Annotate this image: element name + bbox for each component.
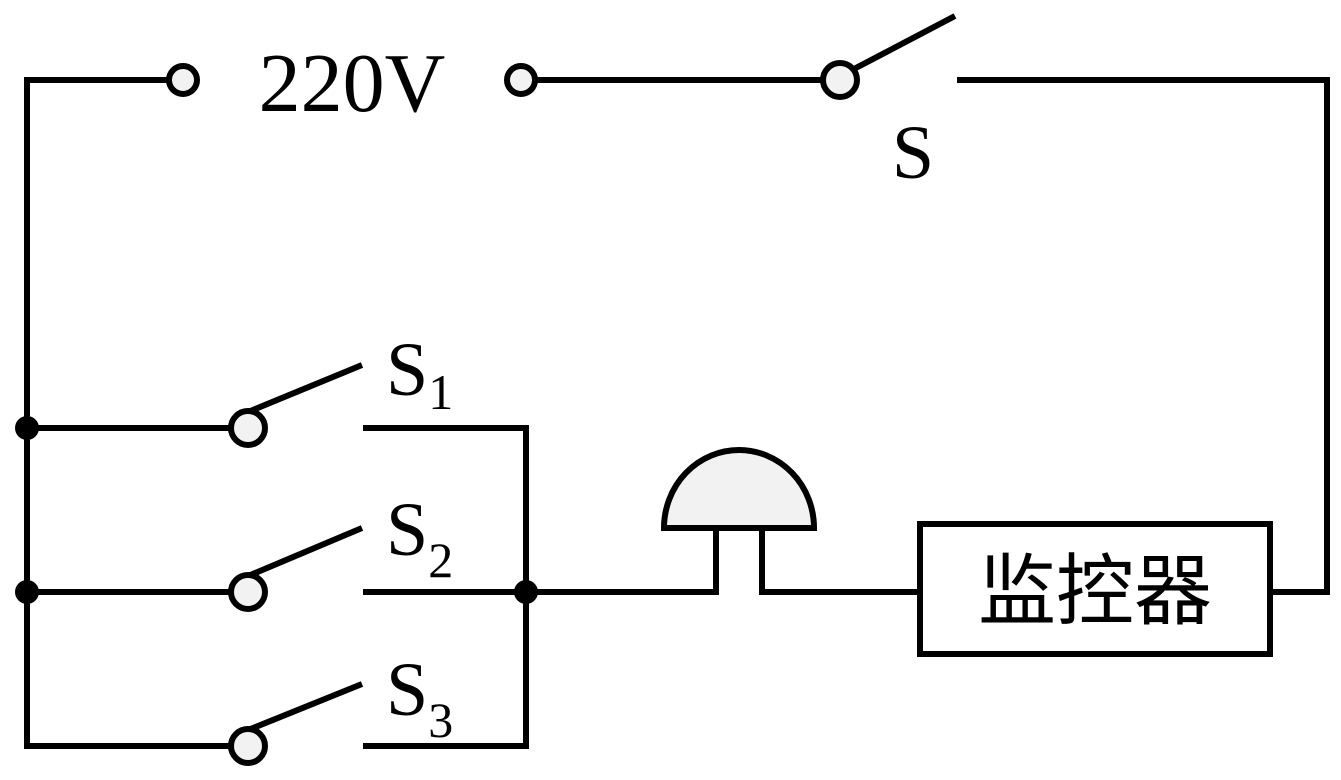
switch-pivot bbox=[228, 726, 268, 766]
switch-pivot bbox=[820, 60, 860, 100]
switch-s2: S2 bbox=[228, 488, 453, 612]
switch-s1: S1 bbox=[228, 328, 453, 448]
source-voltage-label: 220V bbox=[259, 37, 446, 130]
switch-lever bbox=[246, 525, 364, 579]
circuit-wires bbox=[24, 77, 1330, 749]
switch-pivot bbox=[228, 572, 268, 612]
main-switch-label: S bbox=[892, 111, 934, 195]
monitor-device: 监控器 bbox=[917, 521, 1273, 657]
terminal-circle-icon bbox=[166, 63, 200, 97]
switch-s3-letter: S bbox=[386, 648, 428, 732]
monitor-box bbox=[917, 521, 1273, 657]
switch-s3-label: S3 bbox=[386, 648, 453, 748]
power-source: 220V bbox=[166, 37, 538, 130]
junction-nodes bbox=[15, 416, 538, 604]
switch-s1-letter: S bbox=[386, 328, 428, 412]
junction-node bbox=[15, 580, 39, 604]
junction-node bbox=[514, 580, 538, 604]
switch-s2-letter: S bbox=[386, 488, 428, 572]
switch-s1-label: S1 bbox=[386, 328, 453, 420]
switch-pivot bbox=[228, 408, 268, 448]
electric-bell-icon bbox=[660, 447, 818, 531]
junction-node bbox=[15, 416, 39, 440]
main-switch: S bbox=[820, 13, 957, 195]
wire-right-rail bbox=[957, 77, 1330, 595]
monitor-label: 监控器 bbox=[978, 547, 1212, 637]
switch-s2-index: 2 bbox=[428, 532, 453, 588]
terminal-circle-icon bbox=[504, 63, 538, 97]
wire-branch-1-right bbox=[363, 425, 529, 595]
switch-s1-index: 1 bbox=[428, 364, 453, 420]
switch-s3-index: 3 bbox=[428, 692, 453, 748]
wire-bell-to-monitor bbox=[759, 525, 923, 595]
switch-s3: S3 bbox=[228, 648, 453, 766]
switch-lever bbox=[246, 681, 364, 733]
wire-branch-3-right bbox=[363, 589, 529, 749]
switch-lever bbox=[246, 362, 364, 415]
wire-left-top bbox=[24, 77, 186, 749]
switch-lever bbox=[850, 13, 957, 73]
switch-s2-label: S2 bbox=[386, 488, 453, 588]
wire-junction-to-bell bbox=[523, 525, 719, 595]
